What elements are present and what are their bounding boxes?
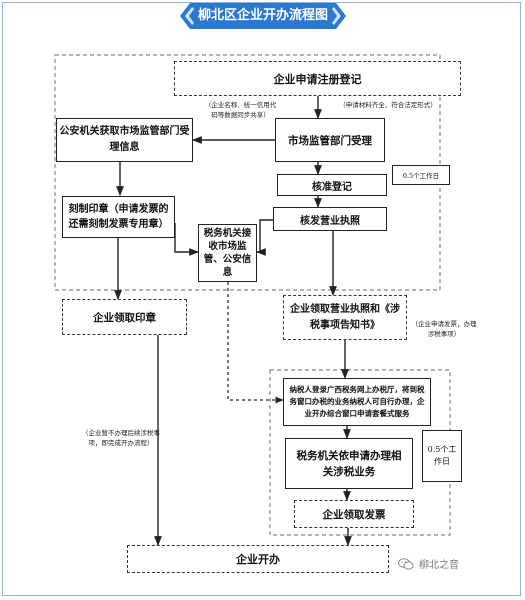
node-approve-label: 核准登记	[312, 181, 352, 193]
time-a-text: 0.5个工作日	[402, 172, 440, 180]
time-a: 0.5个工作日	[392, 165, 450, 185]
node-market: 市场监管部门受理	[275, 118, 385, 162]
node-invoice-get: 企业领取发票	[294, 500, 414, 528]
time-b-text: 0.5个工作日	[427, 445, 457, 466]
note-no-invoice: （企业暂不办理后续涉税事项，即完成开办流程）	[80, 428, 162, 448]
node-police-label: 公安机关获取市场监管部门受理信息	[59, 126, 190, 153]
node-license-get-label: 企业领取营业执照和《涉税事项告知书》	[290, 303, 400, 331]
brand-label: 柳北之音	[419, 560, 459, 571]
tax-to-online-dashed-line	[227, 282, 284, 404]
note-left-arrow: （企业名称、统一信用代码等数据同步共享）	[203, 100, 278, 120]
note-no-invoice-text: （企业暂不办理后续涉税事项，即完成开办流程）	[82, 429, 160, 447]
node-market-label: 市场监管部门受理	[288, 134, 372, 147]
note-left-arrow-text: （企业名称、统一信用代码等数据同步共享）	[204, 101, 277, 119]
brand-mark: 柳北之音	[398, 556, 459, 571]
node-open-label: 企业开办	[236, 553, 280, 566]
stage1-region	[54, 54, 441, 291]
note-right-arrow-text: （申请材料齐全、符合法定形式）	[339, 101, 437, 109]
title-banner: 柳北区企业开办流程图	[180, 3, 346, 29]
node-tax-handle: 税务机关依申请办理相关涉税业务	[285, 438, 413, 489]
node-seal-label: 刻制印章（申请发票的还需刻制发票专用章）	[68, 204, 169, 230]
wechat-icon	[398, 557, 414, 570]
node-seal-get-label: 企业领取印章	[93, 311, 156, 324]
note-license: （企业申请发票，办理涉税事项）	[411, 319, 477, 339]
node-tax-handle-label: 税务机关依申请办理相关涉税业务	[296, 449, 402, 478]
node-apply-label: 企业申请注册登记	[273, 72, 362, 86]
node-approve: 核准登记	[277, 174, 387, 196]
page-title: 柳北区企业开办流程图	[197, 8, 328, 23]
node-issue: 核发营业执照	[273, 207, 387, 231]
node-tax-get-label: 税务机关接收市场监管、公安信息	[203, 228, 252, 278]
node-seal-get: 企业领取印章	[62, 299, 187, 335]
node-online: 纳税人登录广西税务网上办税厅，将到税务窗口办税的业务纳税人可自行办理，企业开办综…	[283, 378, 431, 426]
node-tax-get: 税务机关接收市场监管、公安信息	[198, 224, 257, 282]
issue-to-tax-line	[256, 219, 273, 256]
note-right-arrow: （申请材料齐全、符合法定形式）	[333, 100, 443, 110]
time-b: 0.5个工作日	[422, 430, 462, 482]
outer-frame	[2, 2, 521, 596]
node-seal: 刻制印章（申请发票的还需刻制发票专用章）	[62, 196, 175, 238]
banner-shape	[180, 3, 346, 29]
node-license-get: 企业领取营业执照和《涉税事项告知书》	[283, 295, 407, 340]
node-apply: 企业申请注册登记	[174, 61, 461, 96]
node-open: 企业开办	[127, 545, 389, 573]
node-police: 公安机关获取市场监管部门受理信息	[56, 118, 193, 162]
seal-to-tax-line	[174, 223, 199, 256]
note-license-text: （企业申请发票，办理涉税事项）	[411, 320, 477, 338]
node-online-label: 纳税人登录广西税务网上办税厅，将到税务窗口办税的业务纳税人可自行办理，企业开办综…	[289, 385, 425, 418]
node-issue-label: 核发营业执照	[300, 215, 360, 227]
node-invoice-get-label: 企业领取发票	[322, 508, 386, 521]
